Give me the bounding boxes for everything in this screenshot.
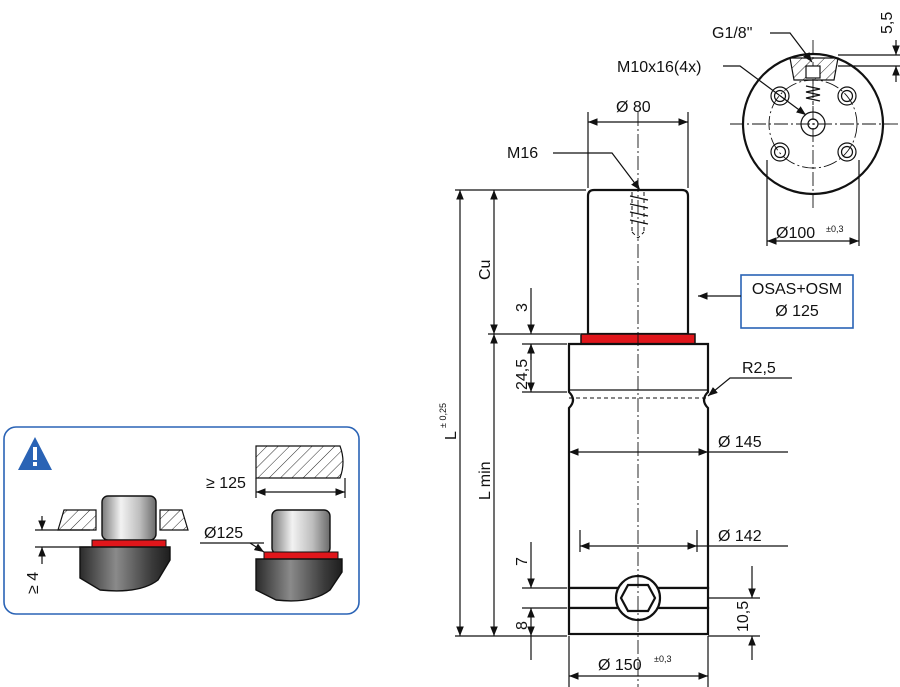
side-view: Ø 80 M16 OSAS+OSM Ø 125 R2,5 Ø 145 Ø 142…: [438, 99, 854, 687]
dim-7: 7: [514, 557, 531, 566]
dim-5-5: 5,5: [879, 12, 896, 34]
d100-label: Ø100: [776, 225, 815, 242]
mount-hole: [770, 86, 790, 106]
osas-box: [740, 274, 854, 329]
mount-hole: [770, 142, 790, 162]
mount-hole: [837, 86, 857, 106]
ge4-label: ≥ 4: [25, 572, 42, 594]
d142-label: Ø 142: [718, 528, 762, 545]
d100-tolerance: ±0,3: [826, 224, 843, 234]
mount-hole: [837, 142, 857, 162]
d145-label: Ø 145: [718, 434, 762, 451]
warning-triangle-icon: [18, 437, 52, 470]
d150-label: Ø 150: [598, 657, 642, 674]
dim-8: 8: [514, 621, 531, 630]
osas-label: OSAS+OSM: [752, 281, 842, 298]
top-view: 5,5 G1/8" M10x16(4x) Ø100 ±0,3: [617, 12, 900, 246]
dim-L-tolerance: ± 0,25: [438, 403, 448, 428]
osas-diameter: Ø 125: [775, 303, 819, 320]
m10-label: M10x16(4x): [617, 59, 701, 76]
dim-3: 3: [514, 303, 531, 312]
dim-10-5: 10,5: [735, 601, 752, 632]
d80-label: Ø 80: [616, 99, 651, 116]
dim-L: L: [443, 431, 460, 440]
d150-tolerance: ±0,3: [654, 654, 671, 664]
notice-panel: ≥ 4 ≥ 125 Ø125: [3, 426, 360, 615]
d125-label: Ø125: [204, 525, 243, 542]
dim-cu: Cu: [477, 260, 494, 280]
ge125-label: ≥ 125: [206, 475, 246, 492]
m16-label: M16: [507, 145, 538, 162]
r25-label: R2,5: [742, 360, 776, 377]
dim-lmin: L min: [477, 461, 494, 500]
g18-label: G1/8": [712, 25, 752, 42]
dim-24-5: 24,5: [514, 359, 531, 390]
